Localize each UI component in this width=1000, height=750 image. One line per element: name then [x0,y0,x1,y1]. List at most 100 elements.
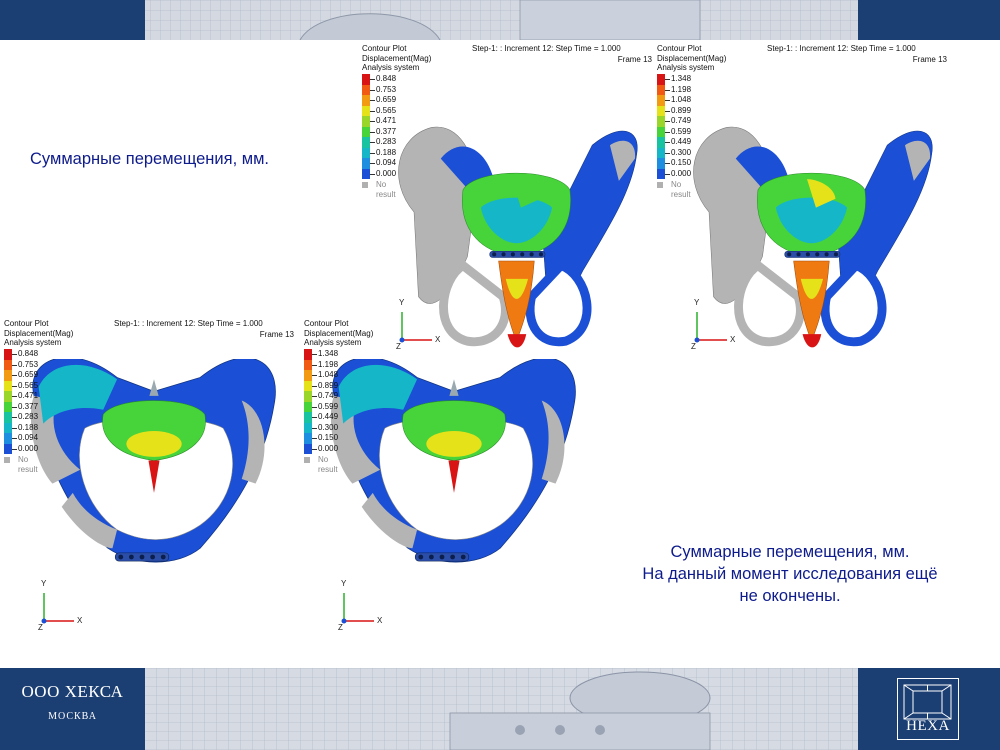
legend-tick [312,385,317,387]
legend-value: 0.749 [318,391,339,400]
plot-system: Analysis system [304,338,362,347]
left-pubis-grey [61,492,118,549]
plate-screw [501,252,506,257]
footer-navy-left [0,668,145,750]
plate-bar [489,250,546,258]
logo-text: HEXA [906,718,950,734]
legend-tick [312,396,317,397]
legend-tick [665,152,670,154]
legend-value: 0.471 [376,116,397,125]
legend-value: 0.000 [376,168,397,178]
caption-line-1: Суммарные перемещения, мм. [670,543,910,561]
caption-total-displacement: Суммарные перемещения, мм. [30,150,270,168]
legend-value: 0.188 [376,147,397,157]
sacrum-cyan-zone [775,197,848,244]
header-navy-right [858,0,1000,40]
legend-value: 0.599 [318,401,339,411]
legend-tick [12,438,17,439]
left-obturator [734,260,805,347]
axis-y-label: Y [41,579,47,588]
plate-screw [833,252,838,257]
axis-y-label: Y [341,579,347,588]
legend-swatch [657,168,665,179]
legend-tick [312,427,317,429]
legend-swatch [304,422,312,433]
legend-no-result-label: No result [671,180,691,199]
plate-bar [784,250,841,258]
legend-swatch [657,74,665,85]
footer-navy-right [858,668,1000,750]
legend-swatch [4,412,12,423]
coccyx-yellow-zone [800,278,824,299]
plate-screw [450,554,456,560]
spinous-process [449,379,459,396]
legend-value: 0.565 [376,105,397,115]
plot-variable: Displacement(Mag) [4,328,74,338]
legend-value: 0.659 [376,95,397,104]
header-band [0,0,1000,40]
legend-swatch [657,84,665,95]
left-obturator [439,260,510,347]
legend-swatch [4,433,12,444]
legend-swatch [304,380,312,391]
plate-screw [160,554,166,560]
legend-swatch [4,359,12,370]
axis-x-label: X [77,616,83,625]
plot-frame-info: Frame 13 [912,55,947,64]
pelvis-model-image [330,359,576,563]
axis-z-label: Z [691,342,696,351]
legend-tick [312,438,317,439]
legend-value: 0.848 [376,74,397,83]
legend-swatch [657,137,665,148]
legend-no-result-label: No result [18,455,38,474]
legend-no-result-label: No result [318,455,338,474]
legend-value: 0.283 [18,412,39,421]
plate-screw [118,554,124,560]
legend-value: 0.300 [671,147,692,157]
fixation-plate [489,250,546,258]
legend-tick [370,79,375,80]
left-pubis-grey [361,492,418,549]
axis-triad-arrows [341,593,374,624]
plot-system: Analysis system [362,63,420,72]
legend-tick [370,100,375,101]
pelvis-model-image [398,126,638,348]
legend-value: 0.753 [18,359,39,369]
legend-swatch [304,443,312,454]
legend-tick [12,406,17,408]
company-name: ООО ХЕКСА [21,682,124,701]
legend-value: 0.848 [18,349,39,358]
axis-triad-arrows [399,312,432,343]
legend-no-result-label: No result [376,180,396,199]
z-axis-dot [399,337,405,343]
legend-value: 0.471 [18,391,39,400]
legend-swatch [304,412,312,423]
legend-value: 0.094 [18,433,39,442]
plot-title: Contour Plot [304,319,349,328]
legend-tick [665,110,670,112]
spinous-process [149,379,159,396]
legend-tick [370,110,375,112]
coccyx-yellow-zone [505,278,529,299]
z-axis-dot [41,618,47,624]
legend-swatch [304,457,310,463]
axis-x-label: X [435,335,441,344]
legend-swatch [657,147,665,158]
legend-swatch [657,158,665,169]
legend-swatch [362,74,370,85]
plate-screw [128,554,134,560]
caption-line-2: На данный момент исследования ещё [642,565,938,583]
plate-screw [139,554,145,560]
legend-value: 1.048 [671,95,692,104]
legend-tick [12,417,17,418]
pelvis-model-image [693,126,933,348]
hexa-logo: HEXA [897,678,959,740]
legend-swatch [362,116,370,127]
footer-band: ООО ХЕКСА МОСКВА HEXA [0,668,1000,750]
mesh-background-image [0,668,1000,750]
